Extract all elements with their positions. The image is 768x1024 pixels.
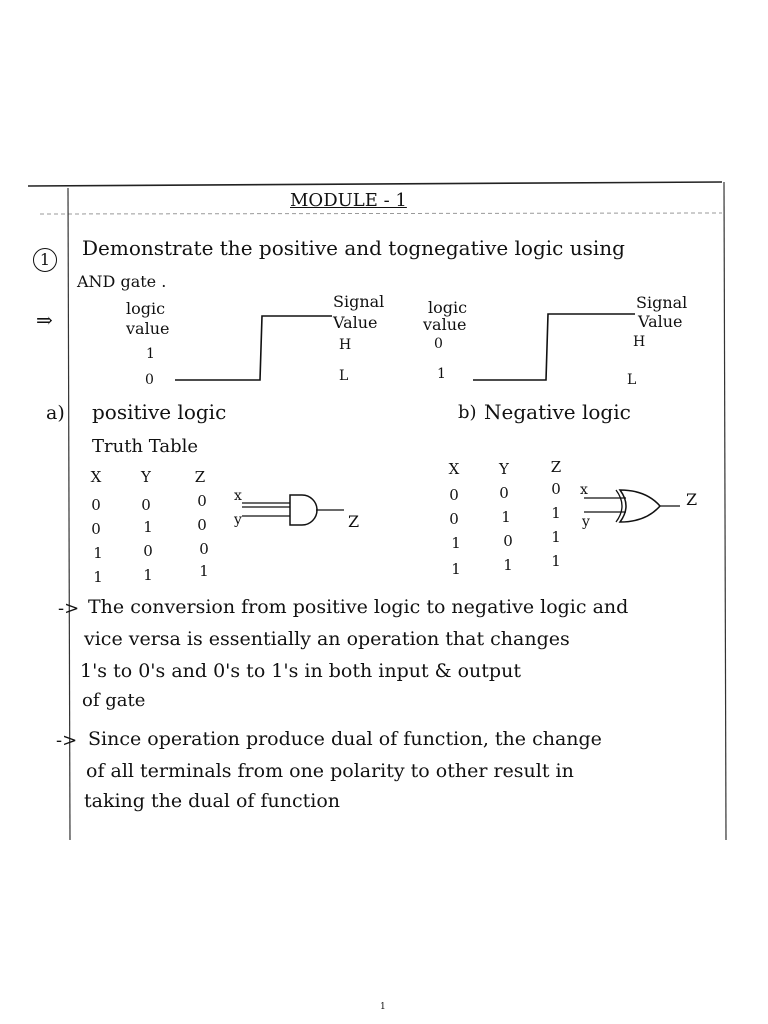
note-1-line-1: The conversion from positive logic to ne…: [88, 596, 629, 618]
left-signal-label-2: Value: [333, 313, 378, 332]
left-signal-low: L: [339, 368, 349, 384]
note-2-line-1: Since operation produce dual of function…: [88, 728, 602, 750]
table-b-cell: 0: [551, 480, 561, 498]
right-signal-label-1: Signal: [636, 293, 688, 312]
right-signal-high: H: [633, 334, 646, 350]
table-a-cell: 0: [91, 496, 101, 514]
or-gate-input-x: x: [580, 482, 588, 498]
left-logic-label-2: value: [126, 319, 170, 338]
and-gate-symbol: [242, 494, 344, 526]
table-b-header: Y: [499, 460, 509, 478]
table-a-cell: 1: [143, 518, 153, 536]
and-gate-input-x: x: [234, 488, 242, 504]
note-2-line-3: taking the dual of function: [84, 790, 341, 812]
right-logic-label-1: logic: [428, 298, 468, 317]
table-b-cell: 1: [551, 528, 561, 546]
left-signal-waveform: [175, 315, 332, 381]
table-b-cell: 0: [503, 532, 513, 550]
table-a-header: X: [90, 468, 102, 486]
question-number-circle: 1: [33, 248, 57, 272]
table-b-cell: 0: [499, 484, 509, 502]
table-b-cell: 1: [503, 556, 513, 574]
part-a-title: positive logic: [92, 400, 227, 424]
table-a-header: Z: [194, 468, 206, 486]
table-b-cell: 1: [501, 508, 511, 526]
table-a-cell: 0: [197, 516, 207, 534]
table-a-cell: 0: [199, 540, 209, 558]
left-logic-high: 1: [146, 346, 155, 362]
table-a-cell: 0: [197, 492, 207, 510]
table-b-cell: 1: [551, 552, 561, 570]
table-a-cell: 0: [91, 520, 101, 538]
right-signal-label-2: Value: [638, 312, 683, 331]
left-logic-low: 0: [145, 372, 154, 388]
left-signal-label-1: Signal: [333, 292, 385, 311]
table-a-cell: 1: [143, 566, 153, 584]
part-a-subtitle: Truth Table: [92, 436, 199, 457]
question-number: 1: [39, 250, 51, 269]
right-logic-label-2: value: [423, 315, 467, 334]
table-b-cell: 1: [551, 504, 561, 522]
note-2-line-2: of all terminals from one polarity to ot…: [86, 760, 574, 782]
right-logic-high: 0: [434, 336, 443, 352]
or-gate-input-y: y: [582, 514, 590, 530]
or-gate-output-z: Z: [686, 490, 698, 509]
part-a-label: a): [46, 402, 65, 424]
table-a-cell: 0: [141, 496, 151, 514]
table-b-cell: 1: [451, 560, 461, 578]
answer-arrow: ⇒: [36, 308, 53, 332]
right-logic-low: 1: [437, 366, 446, 382]
or-gate-symbol: [584, 489, 680, 523]
left-signal-high: H: [339, 337, 352, 353]
table-b-header: X: [448, 460, 460, 478]
table-a-cell: 1: [93, 568, 103, 586]
table-b-cell: 0: [449, 486, 459, 504]
table-a-cell: 1: [93, 544, 103, 562]
right-signal-low: L: [627, 372, 637, 388]
and-gate-output-z: Z: [348, 512, 360, 531]
table-b-cell: 1: [451, 534, 461, 552]
table-a-cell: 1: [199, 562, 209, 580]
table-a-header: Y: [141, 468, 151, 486]
note-1-line-2: vice versa is essentially an operation t…: [84, 628, 570, 650]
part-b-label: b): [458, 402, 477, 423]
note-1-line-4: of gate: [82, 690, 146, 711]
module-heading: MODULE - 1: [290, 190, 407, 211]
table-b-header: Z: [550, 458, 562, 476]
question-line-2: AND gate .: [77, 272, 167, 291]
note-2-arrow: ->: [56, 730, 78, 751]
left-logic-label-1: logic: [126, 299, 166, 318]
table-a-cell: 0: [143, 542, 153, 560]
note-1-arrow: ->: [58, 598, 80, 619]
table-b-cell: 0: [449, 510, 459, 528]
and-gate-input-y: y: [234, 512, 242, 528]
question-line-1: Demonstrate the positive and tognegative…: [82, 236, 625, 260]
right-signal-waveform: [473, 313, 635, 381]
note-1-line-3: 1's to 0's and 0's to 1's in both input …: [80, 660, 521, 682]
page-number: 1: [380, 1002, 386, 1012]
part-b-title: Negative logic: [484, 400, 631, 424]
